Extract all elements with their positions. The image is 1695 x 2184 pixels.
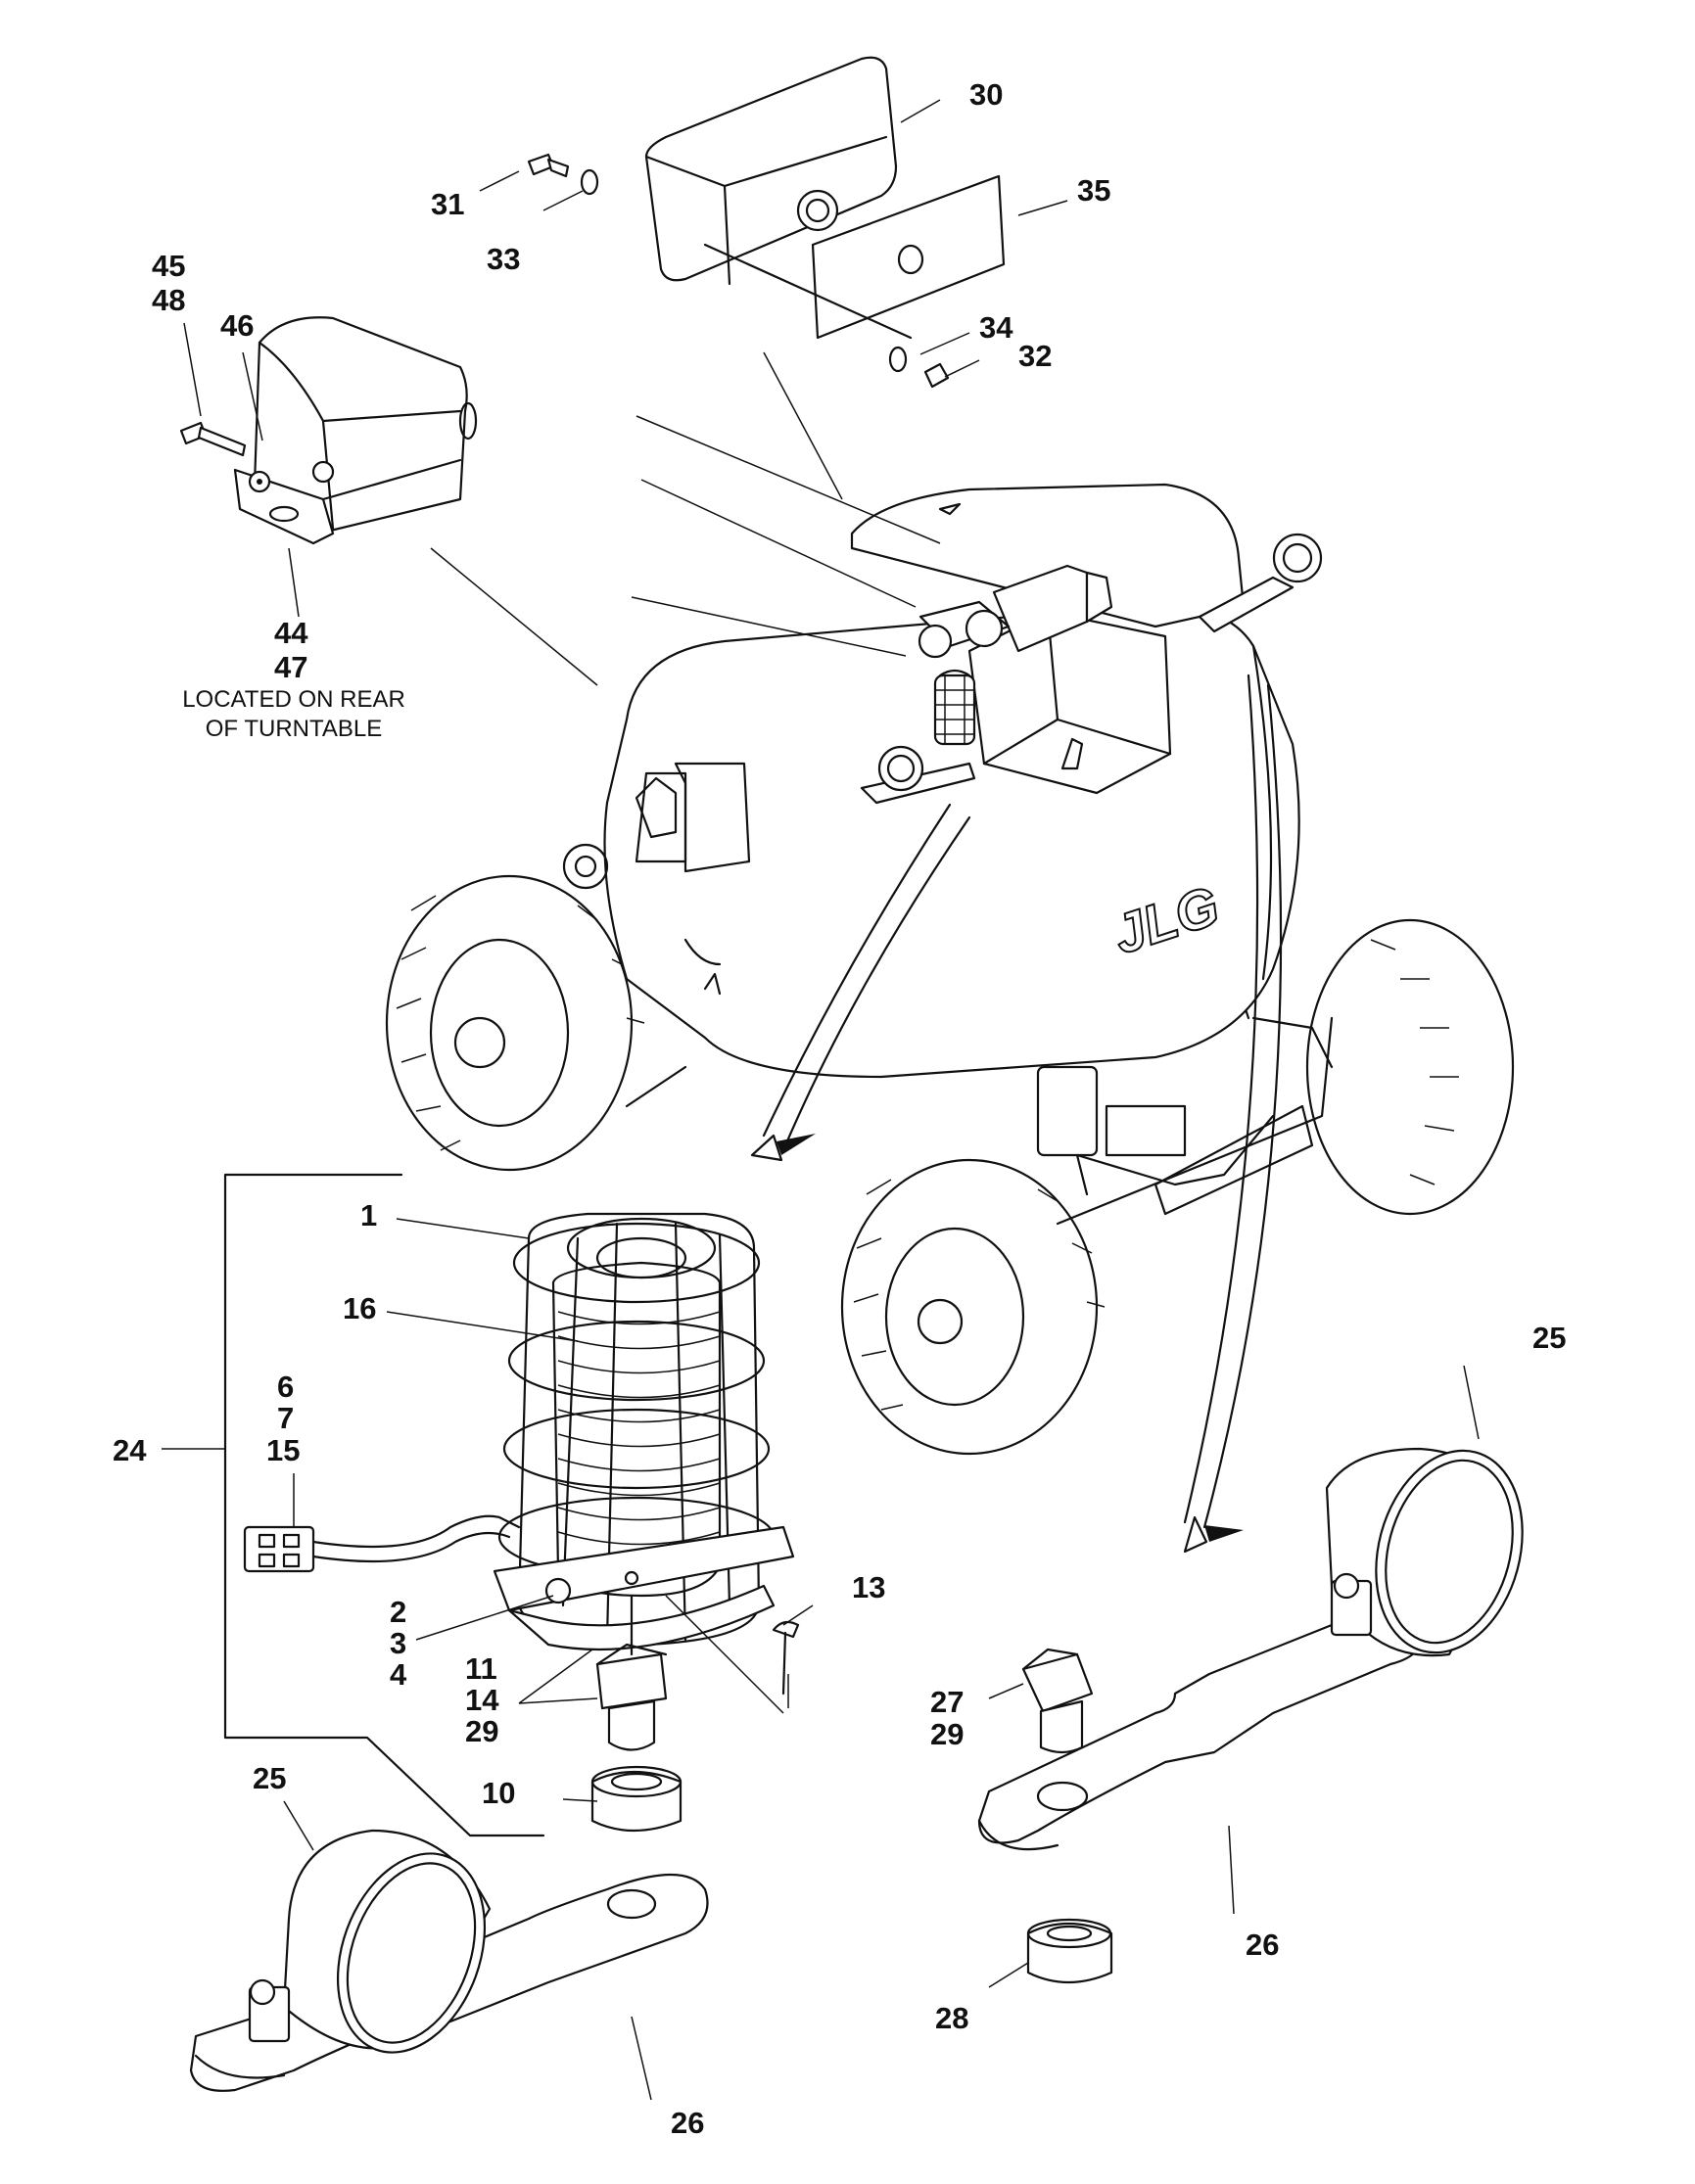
- tail-light-assembly: [527, 56, 1006, 389]
- callout-27: 27: [930, 1685, 965, 1719]
- callout-11: 11: [465, 1651, 497, 1686]
- callout-2: 2: [390, 1595, 407, 1629]
- mount-bracket-left: [189, 1829, 709, 2092]
- rear-cover-assembly: [179, 316, 478, 545]
- callout-33: 33: [487, 242, 521, 276]
- callout-31: 31: [431, 187, 465, 221]
- group-24-bracket: [223, 1173, 545, 1837]
- callout-46: 46: [220, 308, 255, 343]
- mount-bracket-right: [977, 1447, 1524, 1984]
- arrow-to-beacon-detail: [781, 815, 971, 1152]
- callout-32: 32: [1018, 339, 1053, 373]
- callout-28: 28: [935, 2001, 969, 2035]
- callout-34: 34: [979, 310, 1013, 345]
- callout-35: 35: [1077, 173, 1111, 208]
- callout-29-a: 29: [465, 1714, 499, 1748]
- callout-45: 45: [152, 249, 186, 283]
- callout-14: 14: [465, 1683, 499, 1717]
- callout-25-left: 25: [253, 1761, 287, 1795]
- callout-48: 48: [152, 283, 186, 317]
- callout-25-right: 25: [1532, 1321, 1567, 1355]
- callout-26-left: 26: [671, 2106, 705, 2140]
- logo: JLG: [1106, 874, 1226, 966]
- callout-13: 13: [852, 1570, 886, 1604]
- location-note-line2: OF TURNTABLE: [205, 716, 383, 742]
- callout-47: 47: [274, 650, 308, 684]
- callout-1: 1: [360, 1198, 378, 1232]
- callout-26-right: 26: [1246, 1928, 1280, 1962]
- location-note: LOCATED ON REAR OF TURNTABLE: [157, 685, 431, 744]
- callout-3: 3: [390, 1626, 407, 1660]
- callout-4: 4: [390, 1657, 407, 1692]
- arrow-to-bracket-detail: [1202, 683, 1283, 1529]
- callout-leaders: [162, 99, 1480, 2101]
- callout-16: 16: [343, 1291, 377, 1325]
- tire-rear-right: [1305, 918, 1515, 1216]
- machine-illustration: JLG: [385, 351, 1515, 1456]
- callout-29-b: 29: [930, 1717, 965, 1751]
- callout-44: 44: [274, 616, 308, 650]
- callout-24: 24: [113, 1433, 147, 1467]
- callout-6: 6: [277, 1370, 295, 1404]
- callout-30: 30: [969, 77, 1004, 112]
- flow-arrows: [750, 674, 1283, 1554]
- tire-rear-left: [385, 874, 645, 1172]
- location-note-line1: LOCATED ON REAR: [182, 686, 405, 713]
- callout-7: 7: [277, 1401, 295, 1435]
- callout-15: 15: [266, 1433, 301, 1467]
- beacon-on-machine: [933, 669, 976, 746]
- tire-front-right: [840, 1158, 1106, 1456]
- callout-10: 10: [482, 1776, 516, 1810]
- beacon-detail: [223, 1173, 800, 1837]
